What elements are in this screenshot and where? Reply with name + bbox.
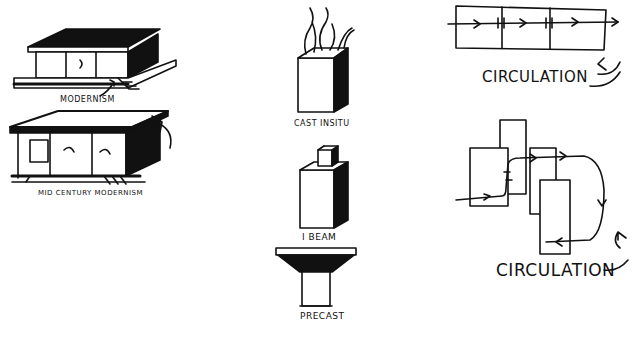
precast-sketch [276, 248, 356, 306]
circulation-branching [456, 120, 628, 270]
sketch-label: CAST INSITU [294, 120, 350, 128]
modernism-sketch [14, 29, 176, 96]
circulation-linear [448, 6, 620, 86]
sketch-label: MODERNISM [60, 96, 115, 104]
cast-insitu-sketch [298, 8, 354, 112]
sketch-label: PRECAST [300, 312, 345, 321]
mid-century-sketch [10, 111, 171, 184]
sketch-label: MID CENTURY MODERNISM [38, 190, 143, 197]
sketch-label: CIRCULATION [496, 262, 615, 279]
i-beam-sketch [300, 146, 348, 228]
sketch-label: CIRCULATION [482, 70, 588, 85]
sketch-label: I BEAM [302, 233, 336, 242]
